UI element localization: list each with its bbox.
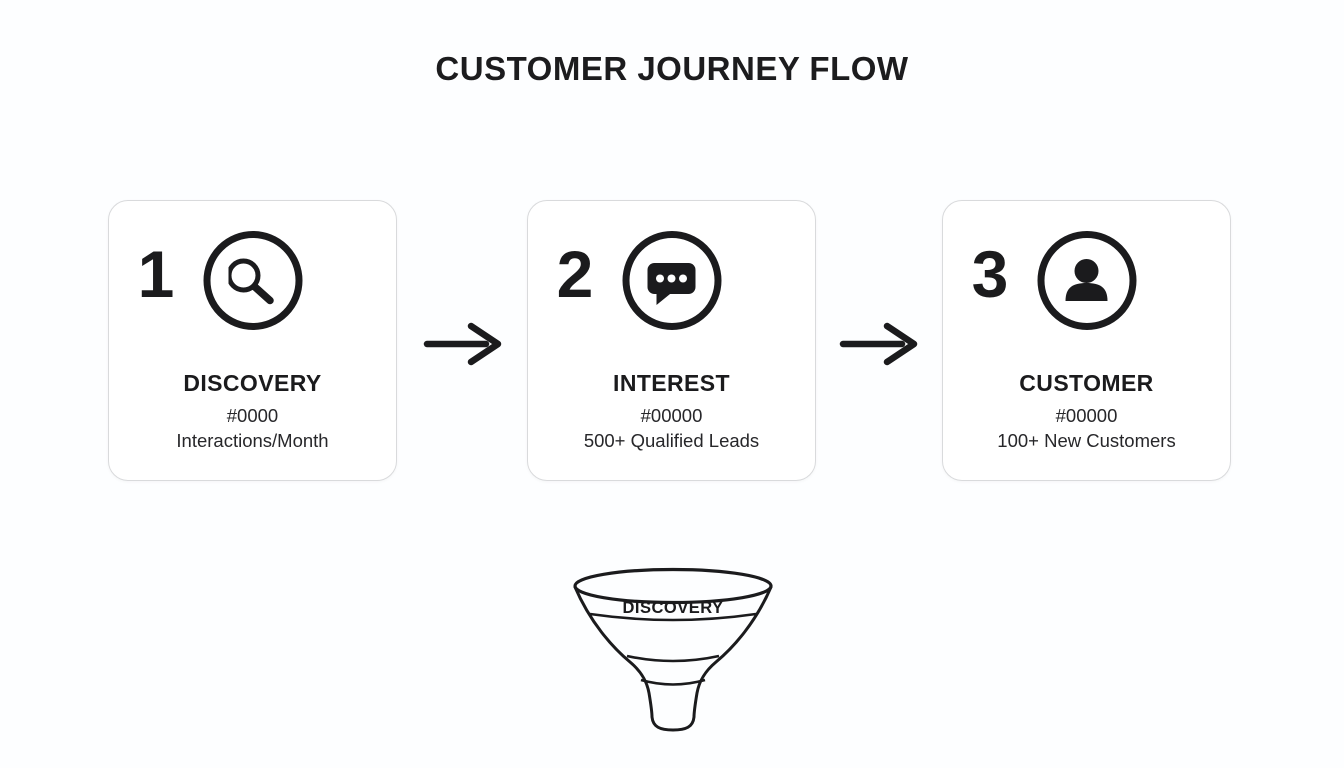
arrow-right-icon bbox=[423, 322, 502, 366]
step-text-block: CUSTOMER #00000 100+ New Customers bbox=[943, 369, 1230, 453]
step-metric-label: Interactions/Month bbox=[176, 430, 329, 451]
person-icon bbox=[1037, 231, 1136, 330]
step-metric-id: #00000 bbox=[640, 405, 703, 426]
chat-bubble-icon bbox=[622, 231, 721, 330]
search-icon bbox=[203, 231, 302, 330]
step-number: 2 bbox=[556, 237, 594, 311]
step-text-block: DISCOVERY #0000 Interactions/Month bbox=[109, 369, 396, 453]
step-text-block: INTEREST #00000 500+ Qualified Leads bbox=[528, 369, 815, 453]
step-card-customer: 3 CUSTOMER #00000 100+ New Customers bbox=[942, 200, 1231, 481]
step-metric-id: #00000 bbox=[1055, 405, 1118, 426]
funnel-icon: DISCOVERY bbox=[573, 567, 773, 732]
funnel-stage-label: DISCOVERY bbox=[622, 599, 723, 617]
step-number: 1 bbox=[137, 237, 175, 311]
arrow-right-icon bbox=[839, 322, 918, 366]
step-metric-label: 100+ New Customers bbox=[997, 430, 1176, 451]
page-title: CUSTOMER JOURNEY FLOW bbox=[435, 50, 909, 87]
step-label: DISCOVERY bbox=[183, 370, 322, 396]
step-metric-label: 500+ Qualified Leads bbox=[583, 430, 760, 451]
step-label: INTEREST bbox=[613, 370, 730, 396]
step-metric-id: #0000 bbox=[226, 405, 279, 426]
step-card-interest: 2 INTEREST #00000 500+ Qualified Leads bbox=[527, 200, 816, 481]
step-card-discovery: 1 DISCOVERY #0000 Interactions/Month bbox=[108, 200, 397, 481]
step-label: CUSTOMER bbox=[1019, 370, 1154, 396]
step-number: 3 bbox=[971, 237, 1009, 311]
